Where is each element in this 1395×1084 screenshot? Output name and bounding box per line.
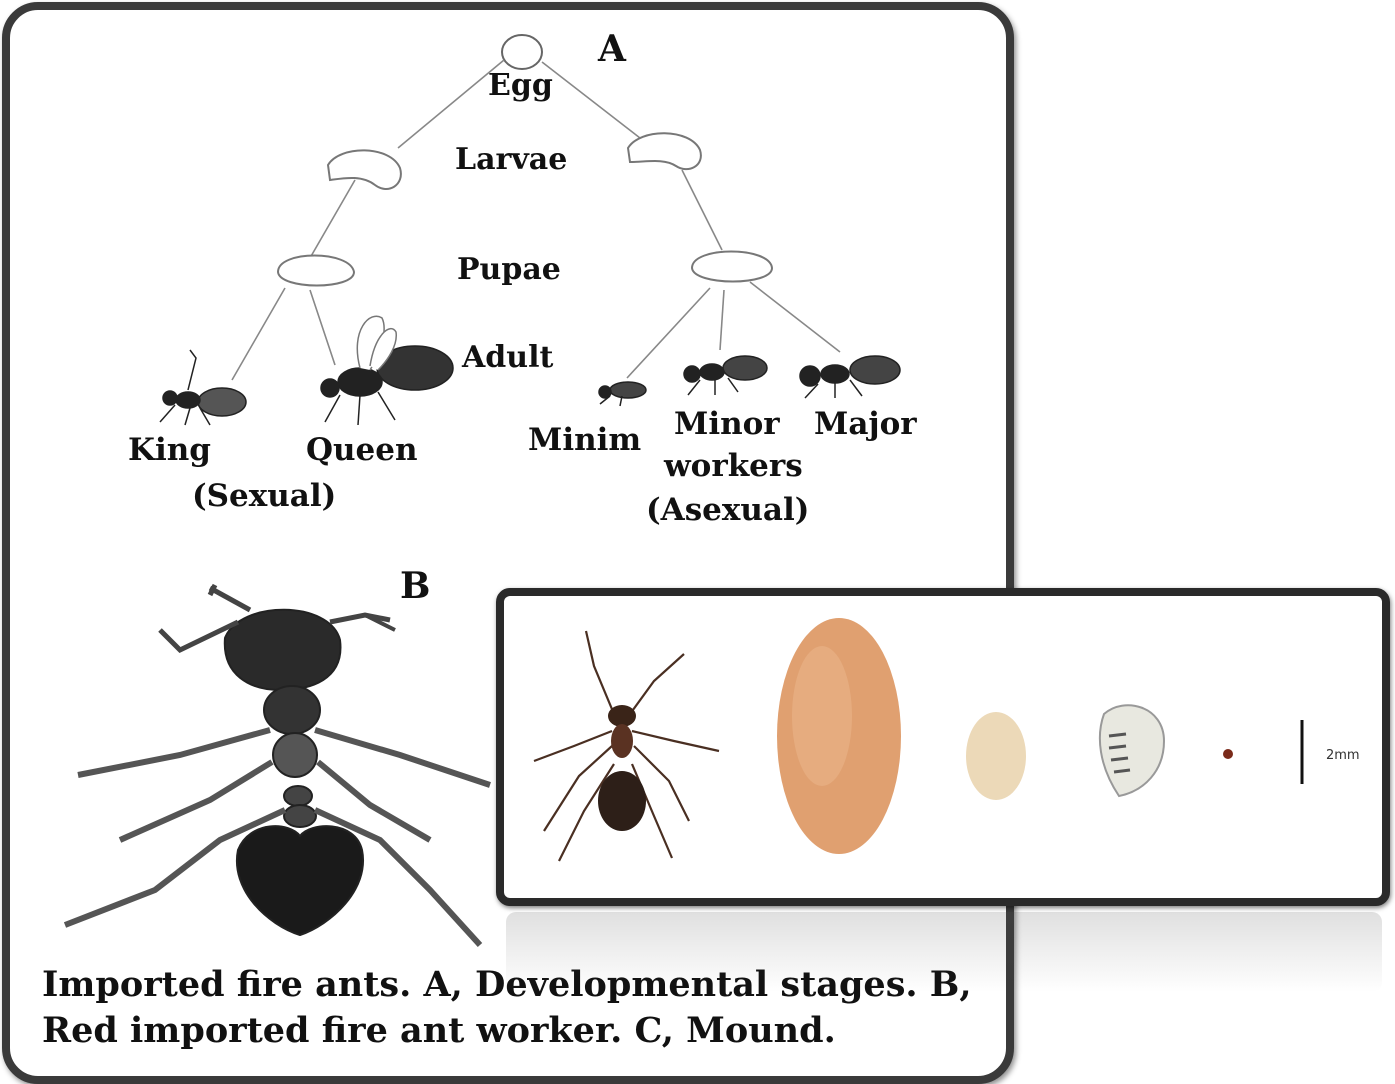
adult-label: Adult <box>462 340 553 375</box>
scale-label: 2mm <box>1326 748 1360 763</box>
egg-label: Egg <box>488 68 553 103</box>
pupae-label: Pupae <box>457 252 561 287</box>
larva-icon <box>1100 705 1164 796</box>
larvae-label: Larvae <box>455 142 567 177</box>
minor-label: Minor <box>674 406 780 442</box>
asexual-label: (Asexual) <box>646 492 809 528</box>
queen-label: Queen <box>306 432 418 468</box>
photo-reflection <box>506 912 1382 992</box>
worker-ant-drawing <box>65 585 490 945</box>
caption-line-2: Red imported fire ant worker. C, Mound. <box>42 1008 992 1054</box>
king-label: King <box>128 432 211 468</box>
egg-icon <box>1223 749 1233 759</box>
ant-stages-photo-graphic <box>504 596 1382 898</box>
workers-label: workers <box>664 448 803 484</box>
major-label: Major <box>814 406 917 442</box>
figure-b-letter: B <box>400 565 430 607</box>
egg-icon <box>502 35 542 69</box>
figure-a-letter: A <box>598 28 626 70</box>
minim-label: Minim <box>528 422 641 458</box>
sexual-label: (Sexual) <box>192 478 336 514</box>
ant-stages-photo: 2mm <box>496 588 1390 906</box>
